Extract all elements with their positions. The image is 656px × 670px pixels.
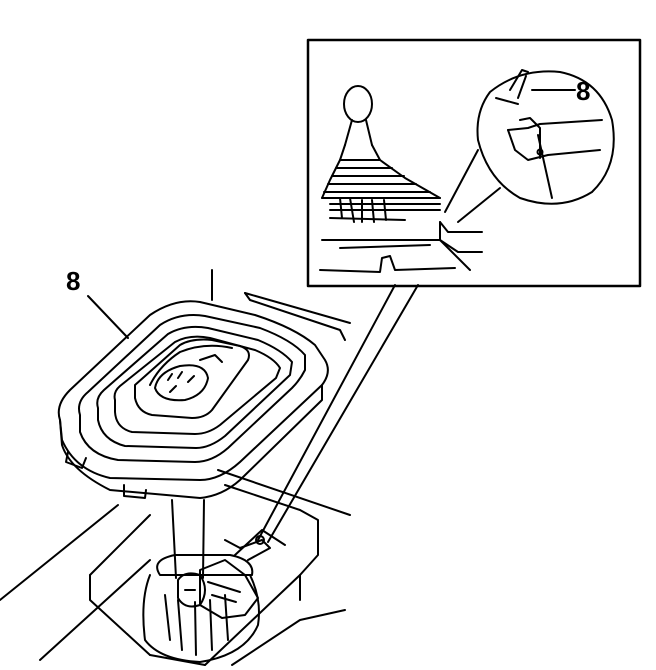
callout-label-main: 8: [66, 266, 81, 296]
console-outline: [0, 293, 350, 665]
callout-lines: [258, 285, 418, 542]
inset-magnifier: [445, 70, 614, 222]
callout-label-inset: 8: [576, 76, 591, 106]
label-leader-main: [88, 296, 128, 338]
inset-frame: [308, 40, 640, 286]
lever-shaft: [172, 500, 204, 578]
inset-shifter: [320, 86, 482, 272]
lever-base-mechanism: [143, 530, 285, 662]
shift-boot: [59, 301, 328, 498]
